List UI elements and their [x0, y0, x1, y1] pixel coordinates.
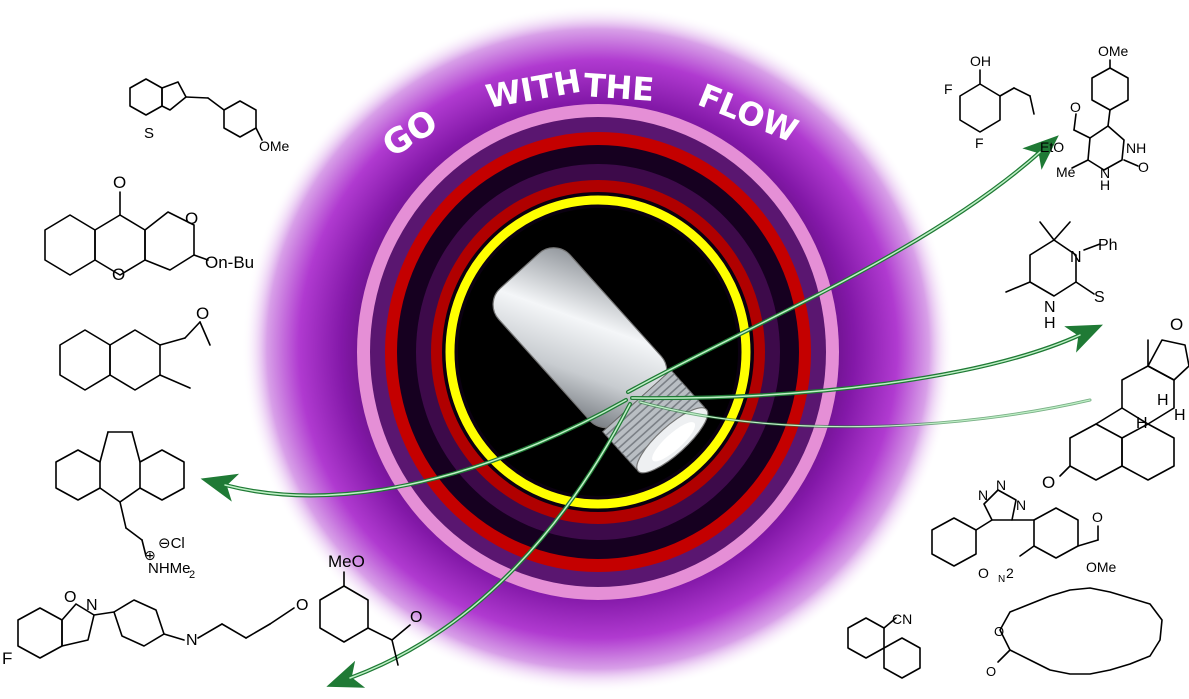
atom-label: O	[1092, 509, 1103, 525]
atom-label: F	[2, 649, 12, 668]
atom-label: 2	[1006, 565, 1014, 581]
atom-label: F	[944, 81, 953, 97]
atom-label: OMe	[1098, 43, 1129, 59]
title-word-the: THE	[582, 66, 655, 109]
atom-label: F	[975, 135, 984, 151]
molecule-dihydropyrimidinone: OMe O EtO NH Me N H O	[1040, 43, 1149, 193]
atom-label: ⊕	[144, 547, 156, 563]
atom-label: H	[1157, 392, 1169, 409]
atom-label: S	[1094, 289, 1105, 306]
atom-label: N	[1044, 299, 1056, 316]
molecule-biphenyl-nitrile: CN	[847, 611, 921, 679]
atom-label: H	[1174, 407, 1186, 424]
arrow-to-amitriptyline	[200, 398, 628, 502]
atom-label: NHMe	[148, 560, 191, 577]
atom-label: EtO	[1040, 139, 1064, 155]
molecule-benzothiophene: S OMe	[129, 78, 290, 154]
atom-label: O	[1170, 315, 1183, 334]
atom-label: N	[1100, 165, 1110, 181]
atom-label: Me	[1056, 164, 1076, 180]
atom-label: H	[1044, 315, 1056, 332]
arrow-to-thione	[630, 324, 1103, 401]
molecule-steroid: O H H H O	[1042, 315, 1189, 492]
atom-label: N	[996, 477, 1006, 493]
atom-label: N	[1070, 249, 1082, 266]
atom-label: N	[978, 487, 988, 503]
atom-label: O	[1042, 473, 1055, 492]
atom-label: S	[144, 125, 154, 142]
molecule-pyranochromone: O O O On-Bu	[44, 173, 254, 284]
atom-label: O	[196, 304, 209, 323]
atom-label: On-Bu	[205, 253, 254, 272]
atom-label: O	[1138, 159, 1149, 175]
atom-label: N	[86, 597, 98, 614]
molecule-fluorophenol: OH F F	[944, 53, 1035, 151]
atom-label: NH	[1126, 140, 1146, 156]
molecule-iloperidone: MeO O N O N F O	[2, 552, 422, 668]
molecule-octalone: O	[59, 304, 211, 391]
flow-arrows	[200, 135, 1103, 688]
molecule-amitriptyline: ⊖Cl ⊕ NHMe 2	[55, 431, 195, 581]
atom-label: N	[1016, 497, 1026, 513]
arrow-to-fluorophenol	[626, 135, 1059, 394]
atom-label: O	[64, 589, 76, 606]
atom-label: CN	[892, 611, 912, 627]
atom-label: OMe	[1086, 559, 1117, 575]
atom-label: Ph	[1098, 237, 1118, 254]
molecule-triazole: N N N O O 2 N OMe	[931, 477, 1117, 585]
molecule-macrolactone: O O	[986, 587, 1163, 679]
atom-label: H	[1100, 177, 1110, 193]
molecule-thione: N Ph N H S	[1005, 221, 1118, 332]
atom-label: O	[986, 664, 996, 679]
flow-reactor-cartridge	[492, 247, 709, 474]
atom-label: O	[185, 209, 198, 228]
atom-label: OH	[970, 53, 991, 69]
atom-label: MeO	[328, 552, 365, 571]
atom-label: O	[296, 597, 308, 614]
atom-label: N	[998, 574, 1005, 585]
arrow-to-steroid	[638, 398, 1092, 429]
atom-label: O	[112, 265, 125, 284]
atom-label: H	[1136, 415, 1148, 432]
arrow-to-iloperidone	[326, 402, 632, 688]
yellow-ring	[445, 195, 751, 509]
atom-label: O	[410, 609, 422, 626]
atom-label: OMe	[259, 138, 290, 154]
atom-label: O	[1070, 99, 1081, 115]
atom-label: ⊖Cl	[158, 535, 185, 552]
atom-label: O	[978, 565, 989, 581]
atom-label: O	[113, 173, 126, 192]
atom-label: O	[994, 624, 1004, 639]
atom-label: 2	[189, 569, 195, 581]
atom-label: N	[186, 632, 198, 649]
